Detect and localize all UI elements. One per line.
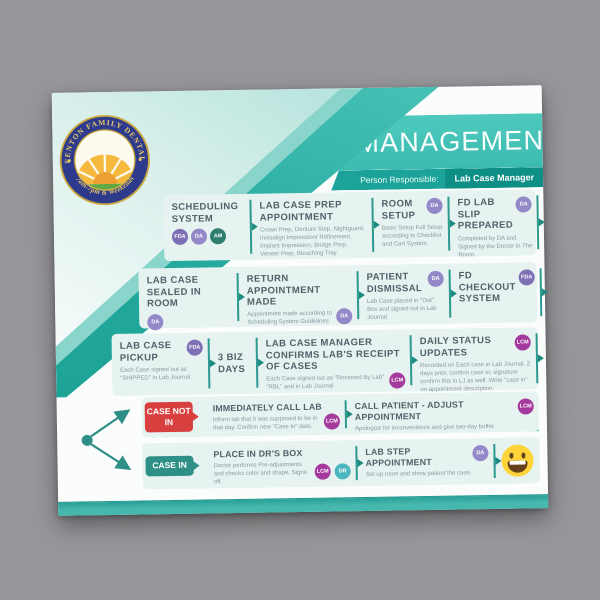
role-badge-fda: FDA: [186, 339, 203, 356]
role-badge-fda: FDA: [171, 228, 189, 246]
case-not-in-tag-label: CASE NOT IN: [146, 405, 191, 428]
happy-face-icon: [501, 444, 534, 477]
step-return-appointment-made: RETURN APPOINTMENT MADE Appointment made…: [238, 265, 357, 327]
role-badge-lcm: LCM: [514, 334, 531, 351]
case-in-tag-label: CASE IN: [152, 460, 187, 471]
step-title: LAB CASE PICKUP: [119, 340, 172, 364]
step-desc: Appointment made according to Scheduling…: [247, 310, 332, 326]
step-lab-case-prep-appointment: LAB CASE PREP APPOINTMENT Crown Prep, De…: [251, 192, 372, 260]
role-badge-da: DA: [472, 445, 489, 462]
step-title: PATIENT DISMISSAL: [366, 271, 423, 295]
step-patient-dismissal: PATIENT DISMISSAL DA Lab Case placed in …: [358, 264, 449, 325]
step-3-biz-days: 3 BIZ DAYS: [209, 332, 256, 395]
step-arrow-divider: [536, 195, 540, 250]
role-badge-am: AM: [209, 228, 227, 245]
step-title: LAB STEP APPOINTMENT: [365, 446, 432, 468]
step-title: LAB CASE SEALED IN ROOM: [146, 274, 202, 310]
person-responsible-label: Person Responsible:: [360, 173, 439, 186]
role-badge-lcm: LCM: [314, 463, 331, 480]
role-badge-da: DA: [190, 228, 208, 245]
step-lab-case-sealed-in-room: LAB CASE SEALED IN ROOM DA: [138, 267, 237, 331]
step-immediately-call-lab: IMMEDIATELY CALL LAB Inform lab that it …: [204, 394, 345, 436]
role-badge-fda: FDA: [518, 269, 535, 286]
step-desc: Lab Case placed in "Out" Box and signed …: [366, 298, 437, 322]
person-responsible-bar: Person Responsible: Lab Case Manager: [331, 167, 543, 190]
step-title: CALL PATIENT - ADJUST APPOINTMENT: [354, 399, 464, 422]
step-desc: Crown Prep, Denture Step, Nightguard, In…: [259, 226, 365, 259]
branch-case-in: CASE IN PLACE IN DR'S BOX Doctor perform…: [142, 437, 540, 490]
step-title: 3 BIZ DAYS: [217, 352, 246, 376]
step-title: ROOM SETUP: [381, 198, 416, 222]
poster-footer-strip: [58, 494, 549, 516]
role-badge-lcm: LCM: [389, 372, 406, 389]
step-desc: Each Case signed out as "Received By Lab…: [266, 374, 385, 391]
step-desc: Each Case signed out as "SHIPPED" in Lab…: [120, 366, 191, 383]
role-badge-da: DA: [336, 308, 353, 325]
happy-face-wrap: [495, 437, 540, 484]
step-lcm-confirms-receipt: LAB CASE MANAGER CONFIRMS LAB'S RECEIPT …: [257, 329, 410, 393]
flow-row-2: LAB CASE SEALED IN ROOM DA RETURN APPOIN…: [138, 262, 543, 331]
flow-row-3: LAB CASE PICKUP FDA Each Case signed out…: [111, 327, 539, 396]
role-badge-da: DA: [515, 196, 532, 213]
branch-case-not-in: CASE NOT IN IMMEDIATELY CALL LAB Inform …: [141, 391, 540, 438]
step-desc: Apologize for inconvenience and give two…: [354, 424, 496, 433]
lab-case-management-poster: LAB CASE MANAGEMENT Person Responsible: …: [51, 85, 549, 516]
fenton-family-dental-logo: FENTON FAMILY DENTAL 7am-7pm & Weekends: [59, 114, 150, 206]
step-desc: Doctor performs Pre-adjustments and chec…: [213, 461, 307, 486]
step-fd-lab-slip-prepared: FD LAB SLIP PREPARED DA Completed by DA …: [449, 189, 537, 259]
step-desc: Basic Setup Full Setup According to Chec…: [381, 224, 443, 249]
step-lab-case-pickup: LAB CASE PICKUP FDA Each Case signed out…: [112, 332, 209, 396]
step-title: FD CHECKOUT SYSTEM: [458, 270, 516, 305]
step-desc: Recorded on Each case in Lab Journal. 2 …: [420, 361, 531, 394]
role-badge-da: DA: [147, 313, 164, 331]
step-lab-step-appointment: LAB STEP APPOINTMENT DA Set up room and …: [357, 438, 494, 486]
branch-arrows: [81, 409, 132, 471]
case-in-tag: CASE IN: [145, 456, 194, 476]
role-badge-da: DA: [427, 270, 444, 287]
step-arrow-divider: [539, 268, 543, 317]
flow-row-1: SCHEDULING SYSTEM FDA DA AM LAB CASE PRE…: [163, 189, 540, 262]
step-room-setup: ROOM SETUP DA Basic Setup Full Setup Acc…: [373, 191, 448, 258]
role-badge-da: DA: [426, 197, 443, 214]
step-title: RETURN APPOINTMENT MADE: [246, 273, 321, 308]
step-fd-checkout-system: FD CHECKOUT SYSTEM FDA: [450, 262, 540, 323]
step-desc: Completed by DA and Signed by the Doctor…: [458, 235, 533, 259]
step-arrow-divider: [344, 400, 348, 429]
role-badge-dr: DR: [334, 463, 351, 480]
step-desc: Set up room and show patient the case.: [365, 470, 472, 479]
role-badge-lcm: LCM: [323, 413, 341, 430]
step-title: FD LAB SLIP PREPARED: [457, 196, 514, 232]
step-scheduling-system: SCHEDULING SYSTEM FDA DA AM: [163, 194, 250, 261]
role-badge-lcm: LCM: [517, 398, 534, 415]
case-not-in-tag: CASE NOT IN: [144, 401, 194, 433]
step-place-in-drs-box: PLACE IN DR'S BOX Doctor performs Pre-ad…: [205, 440, 356, 488]
step-title: DAILY STATUS UPDATES: [419, 335, 492, 359]
step-desc: Inform lab that it was supposed to be in…: [212, 415, 318, 432]
step-call-patient-adjust-appointment: CALL PATIENT - ADJUST APPOINTMENT LCM Ap…: [346, 391, 539, 434]
step-title: LAB CASE MANAGER CONFIRMS LAB'S RECEIPT …: [265, 336, 400, 373]
step-title: LAB CASE PREP APPOINTMENT: [259, 199, 342, 224]
person-responsible-value: Lab Case Manager: [445, 167, 543, 189]
step-title: SCHEDULING SYSTEM: [171, 200, 239, 225]
step-daily-status-updates: DAILY STATUS UPDATES LCM Recorded on Eac…: [411, 327, 536, 394]
role-badges: FDA DA AM: [171, 228, 245, 246]
step-arrow-divider: [535, 333, 539, 384]
